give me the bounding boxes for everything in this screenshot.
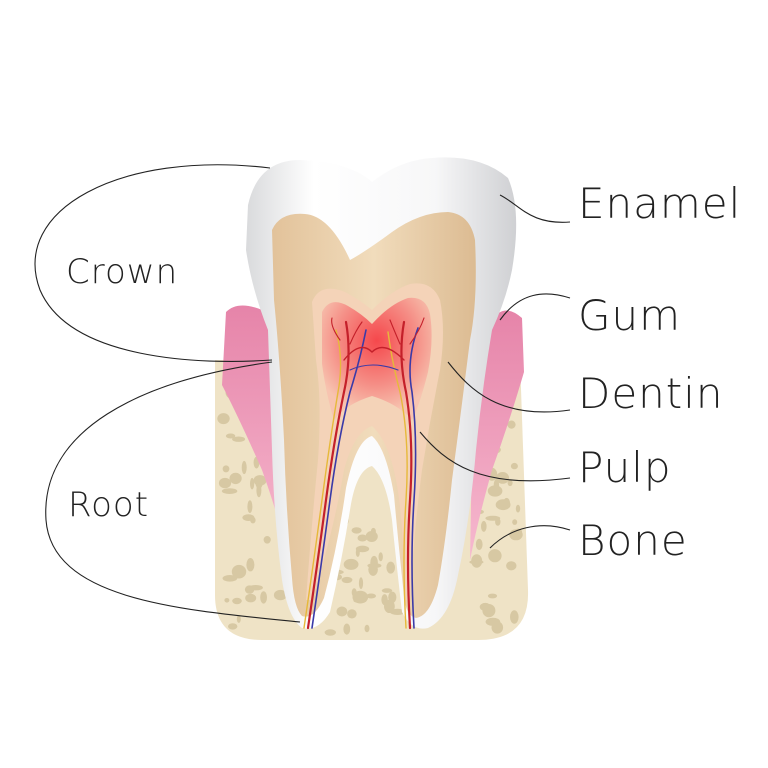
bone-pore xyxy=(381,588,393,593)
bone-pore xyxy=(236,615,241,623)
bone-pore xyxy=(515,504,521,513)
label-enamel: Enamel xyxy=(578,179,741,228)
bone-pore xyxy=(221,488,238,494)
bone-pore xyxy=(343,623,351,635)
bone-pore xyxy=(217,413,230,425)
bone-pore xyxy=(248,585,263,591)
bone-pore xyxy=(260,591,267,604)
bone-pore xyxy=(358,577,364,590)
bone-pore xyxy=(510,462,518,470)
bone-pore xyxy=(231,564,247,579)
enamel-leader xyxy=(499,194,571,223)
bone-pore xyxy=(506,561,517,571)
bone-pore xyxy=(351,588,357,597)
bone-pore xyxy=(498,473,503,479)
bone-pore xyxy=(381,594,388,606)
bone-pore xyxy=(336,606,348,617)
bone-pore xyxy=(263,536,271,544)
bone-pore xyxy=(388,591,397,603)
bone-pore xyxy=(242,514,255,521)
bone-pore xyxy=(475,538,483,551)
bone-pore xyxy=(367,563,382,569)
bone-pore xyxy=(390,608,406,616)
pulp-chamber xyxy=(322,297,432,420)
bone-pore xyxy=(232,597,242,605)
root-bracket xyxy=(45,361,301,623)
bone-pore xyxy=(246,558,255,572)
bone-pore xyxy=(353,598,367,603)
bone-pore xyxy=(495,517,501,526)
bone-pore xyxy=(324,629,336,636)
bone-pore xyxy=(386,561,396,574)
label-root: Root xyxy=(68,485,149,525)
bone-pore xyxy=(351,527,362,534)
bone-pore xyxy=(355,548,360,557)
bone-pore xyxy=(503,497,510,509)
gum-leader xyxy=(499,293,571,321)
bone-pore xyxy=(357,534,368,542)
bone-pore xyxy=(482,604,496,618)
bone-pore xyxy=(491,621,504,634)
bone-pore xyxy=(510,610,519,624)
label-crown: Crown xyxy=(66,252,178,292)
bone-pore xyxy=(471,554,483,568)
bone-pore xyxy=(341,576,353,584)
bone-pore xyxy=(229,472,242,485)
bone-pore xyxy=(481,520,487,532)
bone-pore xyxy=(347,609,357,619)
bone-pore xyxy=(247,500,253,513)
bone-pore xyxy=(365,531,378,542)
bone-pore xyxy=(224,598,230,603)
label-gum: Gum xyxy=(578,291,681,340)
label-dentin: Dentin xyxy=(578,369,724,418)
bone-leader xyxy=(489,525,571,549)
pulp-leader xyxy=(419,431,571,482)
bone-pore xyxy=(222,575,238,582)
bone-pore xyxy=(228,623,238,630)
bone-pore xyxy=(222,465,230,473)
bone-pore xyxy=(488,549,502,563)
nerves-and-vessels xyxy=(303,317,425,630)
bone-pore xyxy=(507,479,513,487)
bone-pore xyxy=(487,593,498,599)
leader-lines xyxy=(34,164,571,623)
bone-pore xyxy=(225,433,236,439)
label-bone: Bone xyxy=(578,516,688,565)
bone-pore xyxy=(507,420,516,429)
bone-pore xyxy=(250,477,255,490)
crown-bracket xyxy=(34,164,273,362)
bone-pore xyxy=(366,593,376,599)
bone-pore xyxy=(487,485,503,497)
bone-pore xyxy=(232,436,246,442)
bone-pore xyxy=(218,477,232,489)
bone-pore xyxy=(273,589,287,601)
bone-pore xyxy=(512,519,518,525)
dentin-leader xyxy=(447,361,571,413)
bone-pore xyxy=(253,475,267,486)
bone-pore xyxy=(241,460,247,475)
bone-pore xyxy=(378,552,383,562)
label-pulp: Pulp xyxy=(578,443,672,492)
bone-pore xyxy=(364,624,370,633)
bone-pore xyxy=(343,558,359,570)
bone-pore xyxy=(256,483,262,498)
bone-pore xyxy=(245,593,257,603)
